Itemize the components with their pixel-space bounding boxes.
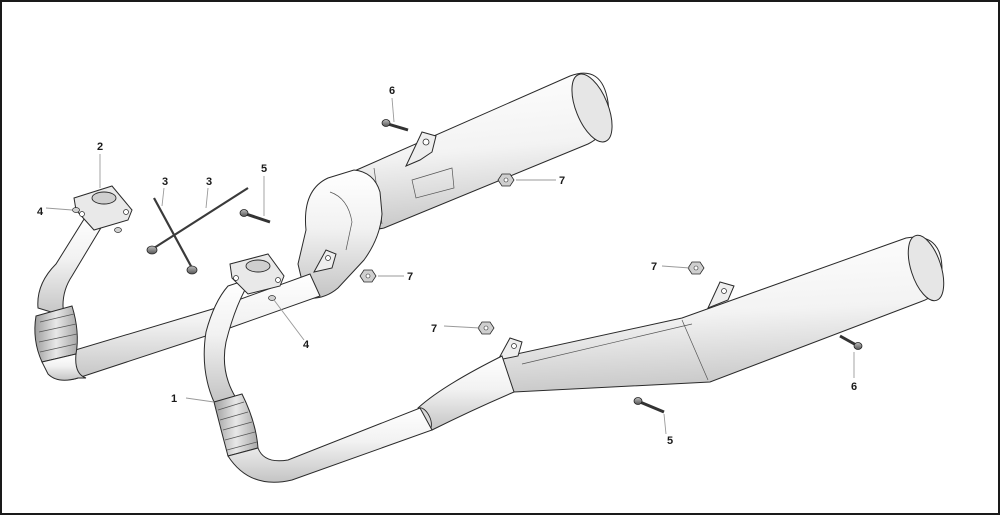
exhaust-stud-long bbox=[153, 197, 198, 275]
flange-nut-rear bbox=[72, 207, 122, 233]
callout-5-b: 5 bbox=[667, 435, 673, 447]
rear-link-pipe bbox=[297, 169, 383, 299]
callout-3-a: 3 bbox=[162, 176, 168, 188]
bolt-5-upper bbox=[239, 209, 271, 224]
callout-labels: 1 2 3 3 4 4 5 5 6 6 7 7 7 7 bbox=[37, 85, 857, 447]
leader-lines bbox=[45, 97, 855, 435]
exhaust-stud-crossing bbox=[146, 187, 249, 255]
front-cone-connector bbox=[416, 355, 515, 431]
callout-7-c: 7 bbox=[651, 261, 657, 273]
nut-7-b bbox=[359, 269, 377, 283]
rear-header-pipe bbox=[34, 185, 321, 381]
callout-7-d: 7 bbox=[431, 323, 437, 335]
bolt-6-upper bbox=[381, 119, 409, 132]
front-header-pipe bbox=[203, 253, 433, 483]
bolt-5-lower bbox=[633, 397, 665, 414]
flange-nut-front bbox=[268, 295, 276, 301]
callout-4-a: 4 bbox=[37, 206, 44, 218]
callout-7-a: 7 bbox=[559, 175, 565, 187]
nut-7-a bbox=[497, 173, 515, 187]
callout-5-a: 5 bbox=[261, 163, 267, 175]
callout-2: 2 bbox=[97, 141, 103, 153]
bolt-6-lower bbox=[839, 334, 863, 350]
nut-7-c bbox=[687, 261, 705, 275]
nut-7-d bbox=[477, 321, 495, 335]
callout-3-b: 3 bbox=[206, 176, 212, 188]
callout-6-a: 6 bbox=[389, 85, 395, 97]
callout-4-b: 4 bbox=[303, 339, 310, 351]
callout-1: 1 bbox=[171, 393, 177, 405]
front-muffler bbox=[497, 234, 945, 393]
callout-7-b: 7 bbox=[407, 271, 413, 283]
callout-6-b: 6 bbox=[851, 381, 857, 393]
